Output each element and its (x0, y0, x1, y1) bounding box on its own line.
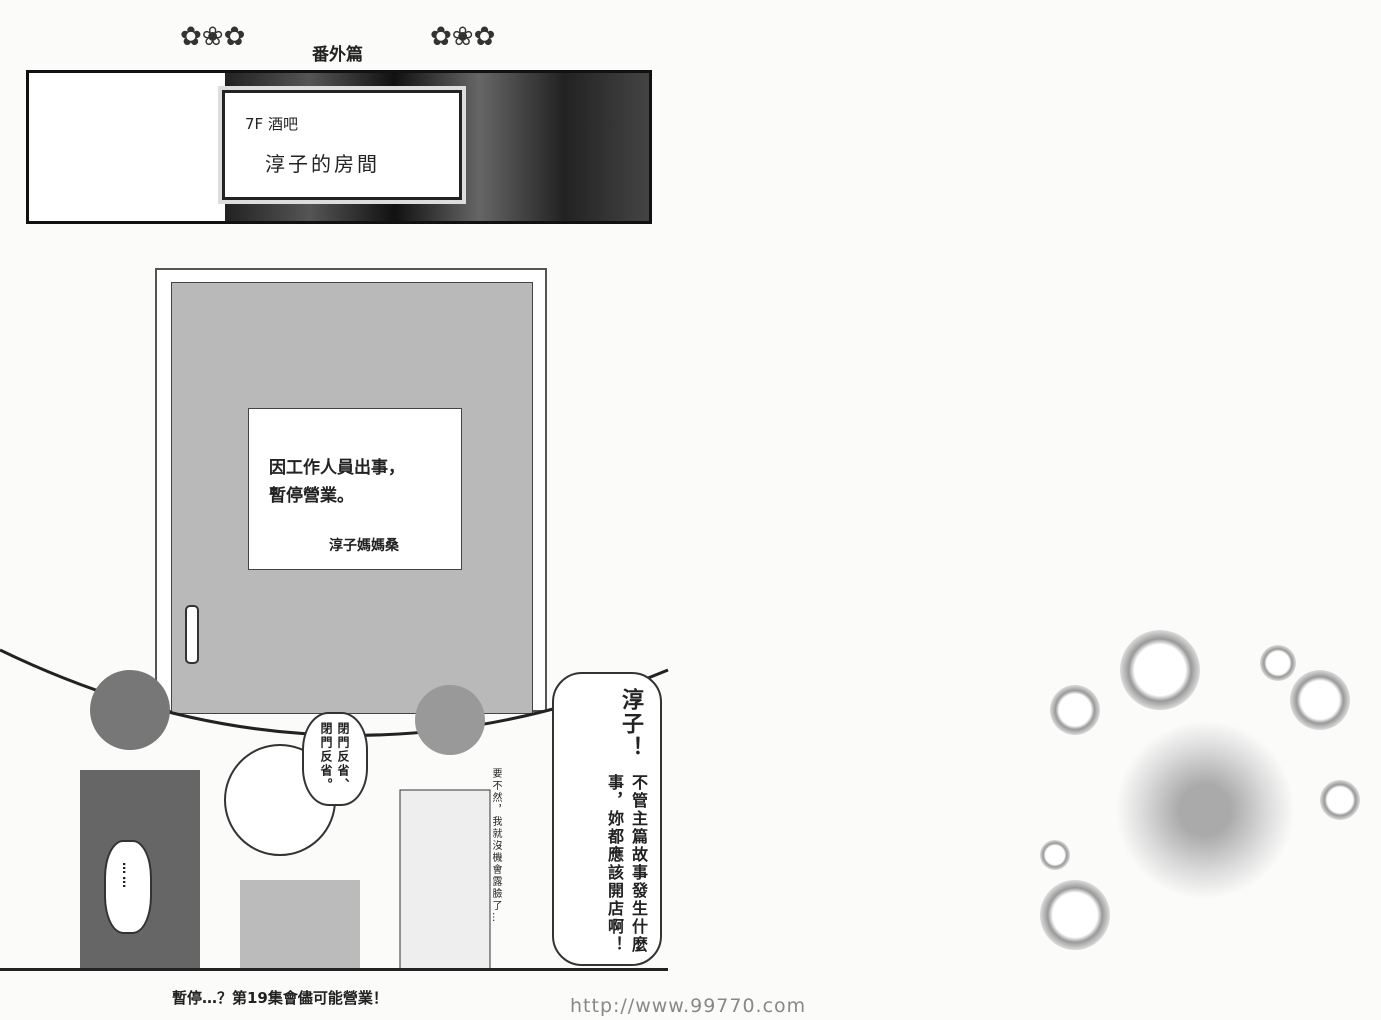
small-aside-text: 要不然，我就沒機會露臉了… (490, 768, 501, 924)
bokeh-circle (1050, 685, 1100, 735)
bubble-text: …… (120, 862, 134, 890)
notice-signature: 淳子媽媽桑 (329, 538, 399, 554)
sign-floor: 7F 酒吧 (245, 115, 298, 133)
watermark-url: http://www.99770.com (570, 995, 807, 1017)
closed-notice: 因工作人員出事， 暫停營業。 淳子媽媽桑 (248, 408, 462, 570)
character-hat (90, 670, 170, 750)
bokeh-circle (1320, 780, 1360, 820)
sign-name: 淳子的房間 (265, 152, 380, 176)
bokeh-circle (1260, 645, 1296, 681)
girls-on-grass (1115, 720, 1295, 900)
bokeh-circle (1040, 840, 1070, 870)
bar-sign: 7F 酒吧 淳子的房間 (222, 90, 462, 200)
bubble-text: 閉門反省、閉門反省。 (319, 722, 350, 792)
character-hat (415, 685, 485, 755)
character-dress (240, 880, 360, 970)
bubble-text: 不管主篇故事發生什麼事，妳都應該開店啊！ (605, 774, 648, 954)
character-shirt (399, 789, 491, 971)
caption: 暫停…？第19集會儘可能營業！ (172, 989, 388, 1007)
panel-bottom-border (0, 968, 668, 971)
bokeh-circle (1040, 880, 1110, 950)
apron-bubble: …… (104, 840, 152, 934)
illustration-picnic (1040, 630, 1370, 950)
speech-bubble-left: 閉門反省、閉門反省。 (302, 712, 368, 806)
bubble-title: 淳子！ (618, 688, 643, 760)
flower-ornament-icon: ✿❀✿ (180, 22, 246, 52)
header-title: 番外篇 (312, 45, 363, 65)
flower-ornament-icon: ✿❀✿ (430, 22, 496, 52)
notice-line: 暫停營業。 (269, 486, 354, 506)
bokeh-circle (1290, 670, 1350, 730)
door-handle (185, 605, 199, 664)
notice-line: 因工作人員出事， (269, 458, 405, 478)
speech-bubble-right: 淳子！ 不管主篇故事發生什麼事，妳都應該開店啊！ (552, 672, 662, 966)
bokeh-circle (1120, 630, 1200, 710)
